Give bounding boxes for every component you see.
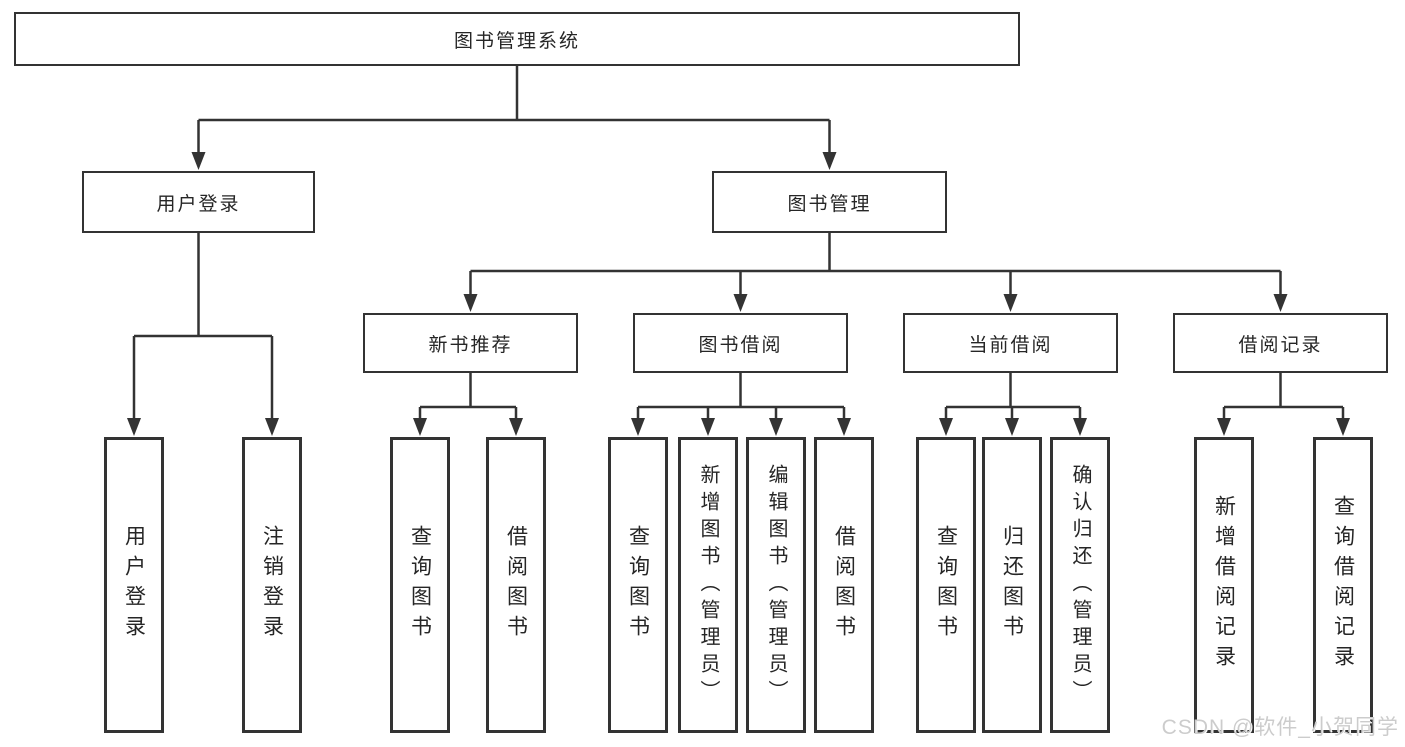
node-book-management: 图书管理 [712,171,947,233]
watermark: CSDN @软件_小贺同学 [1161,716,1399,739]
leaf-confirm-return-admin: 确认归还（管理员） [1050,437,1110,733]
node-user-login: 用户登录 [82,171,315,233]
node-current-borrow: 当前借阅 [903,313,1118,373]
leaf-return-books: 归还图书 [982,437,1042,733]
node-root: 图书管理系统 [14,12,1020,66]
node-new-book-recommend: 新书推荐 [363,313,578,373]
leaf-edit-book-admin: 编辑图书（管理员） [746,437,806,733]
leaf-add-book-admin: 新增图书（管理员） [678,437,738,733]
leaf-query-borrow-record: 查询借阅记录 [1313,437,1373,733]
leaf-borrow-books-2: 借阅图书 [814,437,874,733]
node-borrow-records: 借阅记录 [1173,313,1388,373]
leaf-query-books-2: 查询图书 [608,437,668,733]
leaf-query-books-3: 查询图书 [916,437,976,733]
leaf-query-books-1: 查询图书 [390,437,450,733]
leaf-logout: 注销登录 [242,437,302,733]
leaf-borrow-books-1: 借阅图书 [486,437,546,733]
leaf-user-login: 用户登录 [104,437,164,733]
node-book-borrow: 图书借阅 [633,313,848,373]
leaf-add-borrow-record: 新增借阅记录 [1194,437,1254,733]
